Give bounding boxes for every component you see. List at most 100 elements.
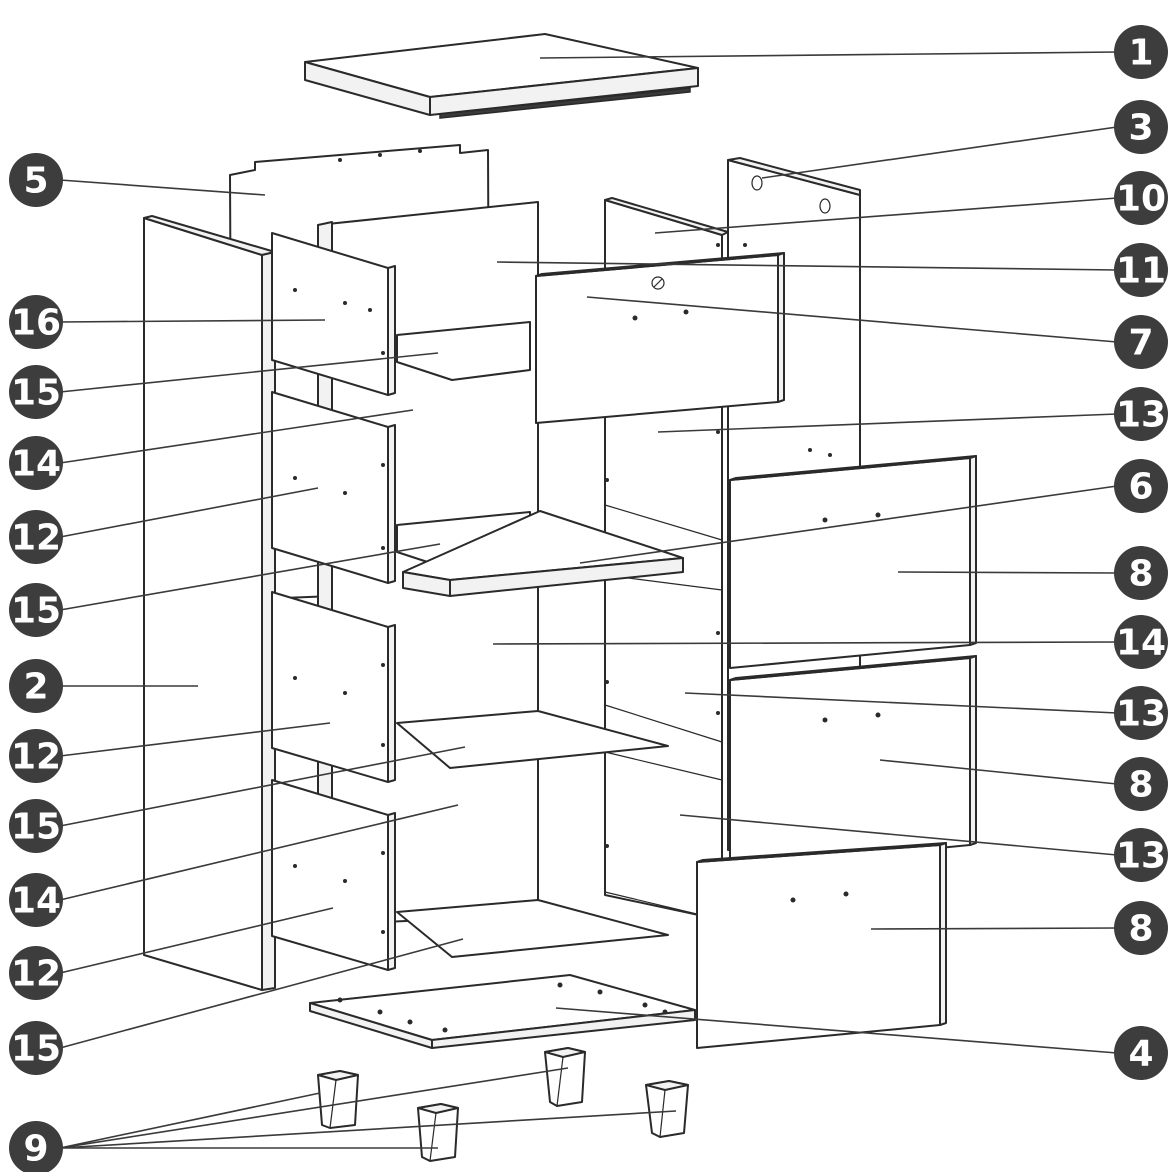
- callout-c13c: 13: [1114, 828, 1168, 882]
- leader-line-c12b: [59, 722, 331, 757]
- leg-2: [544, 1047, 586, 1107]
- callout-c9: 9: [9, 1121, 63, 1172]
- callout-c3: 3: [1114, 100, 1168, 154]
- callout-number: 13: [1116, 395, 1166, 436]
- callout-number: 11: [1116, 251, 1166, 292]
- callout-number: 7: [1128, 323, 1153, 364]
- leader-line-c3: [761, 126, 1118, 179]
- leader-line-c15d: [59, 938, 464, 1049]
- callout-number: 1: [1128, 33, 1153, 74]
- leg-4: [645, 1080, 689, 1138]
- callout-c12c: 12: [9, 946, 63, 1000]
- leader-line-c7: [586, 296, 1118, 343]
- part-drawer-fronts: [696, 455, 977, 1049]
- callout-c5: 5: [9, 153, 63, 207]
- callout-number: 8: [1128, 765, 1153, 806]
- callout-badge-circle: [9, 295, 63, 349]
- callout-c16: 16: [9, 295, 63, 349]
- leader-line-c13a: [657, 413, 1118, 433]
- callout-number: 15: [11, 807, 61, 848]
- callout-c8a: 8: [1114, 546, 1168, 600]
- leader-line-c5: [59, 179, 266, 196]
- callout-badge-circle: [1114, 828, 1168, 882]
- callout-number: 9: [23, 1129, 48, 1170]
- callout-badge-circle: [1114, 1026, 1168, 1080]
- leader-line-c11: [496, 261, 1118, 271]
- callout-number: 15: [11, 1029, 61, 1070]
- callout-c15d: 15: [9, 1021, 63, 1075]
- callout-number: 8: [1128, 909, 1153, 950]
- leader-line-c15c: [59, 746, 466, 827]
- callout-badges: 1310117136814138138451615141215212151412…: [9, 25, 1168, 1172]
- leader-line-c13c: [679, 814, 1118, 856]
- callout-badge-circle: [9, 946, 63, 1000]
- callout-badge-circle: [9, 1121, 63, 1172]
- callout-number: 5: [23, 161, 48, 202]
- callout-c1: 1: [1114, 25, 1168, 79]
- leader-line-c14a: [59, 409, 414, 464]
- callout-number: 15: [11, 373, 61, 414]
- callout-c7: 7: [1114, 315, 1168, 369]
- leader-line-c13b: [684, 692, 1118, 714]
- callout-number: 13: [1116, 694, 1166, 735]
- part-top-board: [304, 33, 699, 119]
- callout-c8c: 8: [1114, 901, 1168, 955]
- part-legs: [317, 1047, 689, 1162]
- callout-number: 14: [11, 444, 61, 485]
- callout-badge-circle: [1114, 387, 1168, 441]
- callout-badge-circle: [1114, 901, 1168, 955]
- callout-c12a: 12: [9, 510, 63, 564]
- callout-number: 13: [1116, 836, 1166, 877]
- leader-line-c14c: [59, 804, 459, 901]
- callout-c14c: 14: [9, 873, 63, 927]
- callout-c10: 10: [1114, 171, 1168, 225]
- callout-number: 12: [11, 954, 61, 995]
- leader-line-c9: [59, 1092, 321, 1149]
- callout-number: 2: [23, 667, 48, 708]
- leader-line-c15b: [59, 543, 441, 611]
- leader-line-c4: [555, 1007, 1118, 1054]
- leader-line-c9: [59, 1067, 569, 1149]
- callout-c11: 11: [1114, 243, 1168, 297]
- callout-badge-circle: [1114, 546, 1168, 600]
- callout-number: 8: [1128, 554, 1153, 595]
- callout-badge-circle: [1114, 315, 1168, 369]
- leader-line-c15a: [59, 352, 439, 393]
- callout-c13a: 13: [1114, 387, 1168, 441]
- leader-line-c14b: [492, 641, 1118, 645]
- callout-badge-circle: [9, 799, 63, 853]
- callout-c14b: 14: [1114, 615, 1168, 669]
- leader-line-c8c: [870, 927, 1118, 930]
- callout-number: 4: [1128, 1034, 1153, 1075]
- callout-c8b: 8: [1114, 757, 1168, 811]
- leg-3: [417, 1103, 459, 1162]
- leader-lines: [59, 51, 1118, 1149]
- part-bottom-board: [309, 974, 696, 1049]
- callout-number: 10: [1116, 179, 1166, 220]
- callout-c4: 4: [1114, 1026, 1168, 1080]
- leader-line-c12a: [59, 487, 319, 538]
- callout-badge-circle: [1114, 100, 1168, 154]
- leader-line-c9: [59, 1110, 677, 1149]
- callout-c13b: 13: [1114, 686, 1168, 740]
- leader-line-c16: [59, 319, 326, 323]
- callout-c15b: 15: [9, 583, 63, 637]
- callout-badge-circle: [9, 153, 63, 207]
- callout-number: 15: [11, 591, 61, 632]
- leader-line-c8b: [879, 759, 1118, 785]
- part-left-shelves: [396, 321, 669, 958]
- callout-badge-circle: [9, 873, 63, 927]
- callout-c2: 2: [9, 659, 63, 713]
- part-left-side-panel: [143, 215, 276, 991]
- callout-badge-circle: [9, 729, 63, 783]
- part-left-inner-panels: [271, 232, 396, 971]
- callout-c14a: 14: [9, 436, 63, 490]
- callout-c15a: 15: [9, 365, 63, 419]
- callout-badge-circle: [9, 510, 63, 564]
- part-fixed-shelf: [402, 510, 684, 597]
- callout-badge-circle: [9, 659, 63, 713]
- callout-number: 12: [11, 518, 61, 559]
- leader-line-c1: [539, 51, 1118, 59]
- callout-badge-circle: [1114, 459, 1168, 513]
